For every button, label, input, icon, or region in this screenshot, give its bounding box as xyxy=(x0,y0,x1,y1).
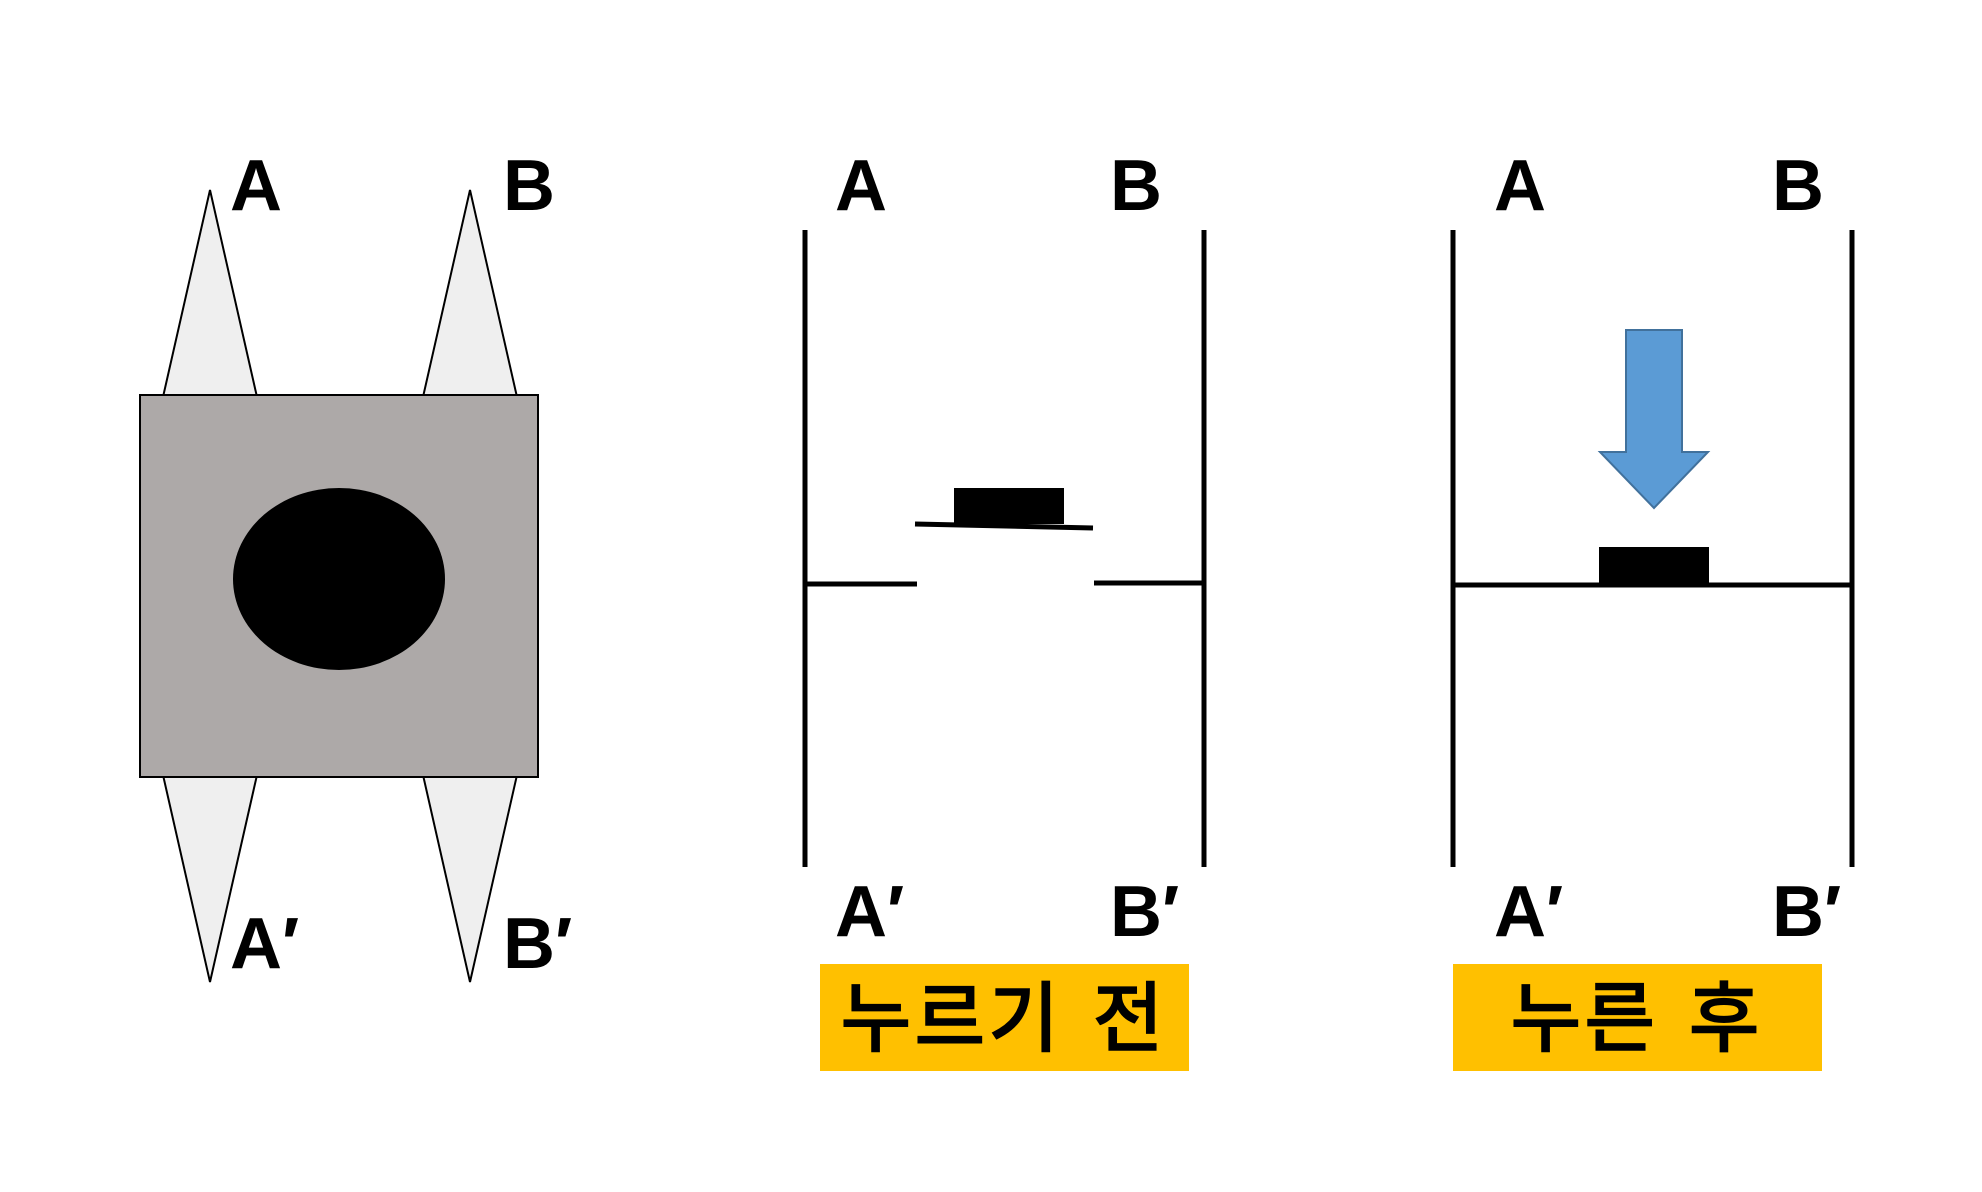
label-a-prime: A′ xyxy=(1494,872,1563,952)
press-arrow-icon xyxy=(1597,329,1711,510)
label-a-prime: A′ xyxy=(835,872,904,952)
pin-label-b-prime: B′ xyxy=(503,904,572,984)
pin-label-a-prime: A′ xyxy=(230,904,299,984)
after-press-schematic: A B A′ B′ 누른 후 xyxy=(1450,146,1855,1071)
pin-label-a: A xyxy=(230,146,282,226)
label-b: B xyxy=(1772,146,1824,226)
tact-switch-illustration: A B A′ B′ xyxy=(139,146,572,984)
label-a: A xyxy=(1494,146,1546,226)
caption-before: 누르기 전 xyxy=(841,974,1167,1063)
label-b: B xyxy=(1110,146,1162,226)
label-b-prime: B′ xyxy=(1110,872,1179,952)
caption-box xyxy=(820,964,1189,1071)
label-a: A xyxy=(835,146,887,226)
bridge-plate xyxy=(914,521,1094,531)
caption-box xyxy=(1453,964,1822,1071)
caption-after: 누른 후 xyxy=(1511,974,1763,1063)
button-cap xyxy=(1599,547,1709,585)
pin-label-b: B xyxy=(503,146,555,226)
switch-button xyxy=(233,488,445,670)
before-press-schematic: A B A′ B′ 누르기 전 xyxy=(802,146,1207,1071)
label-b-prime: B′ xyxy=(1772,872,1841,952)
button-cap xyxy=(954,488,1064,524)
